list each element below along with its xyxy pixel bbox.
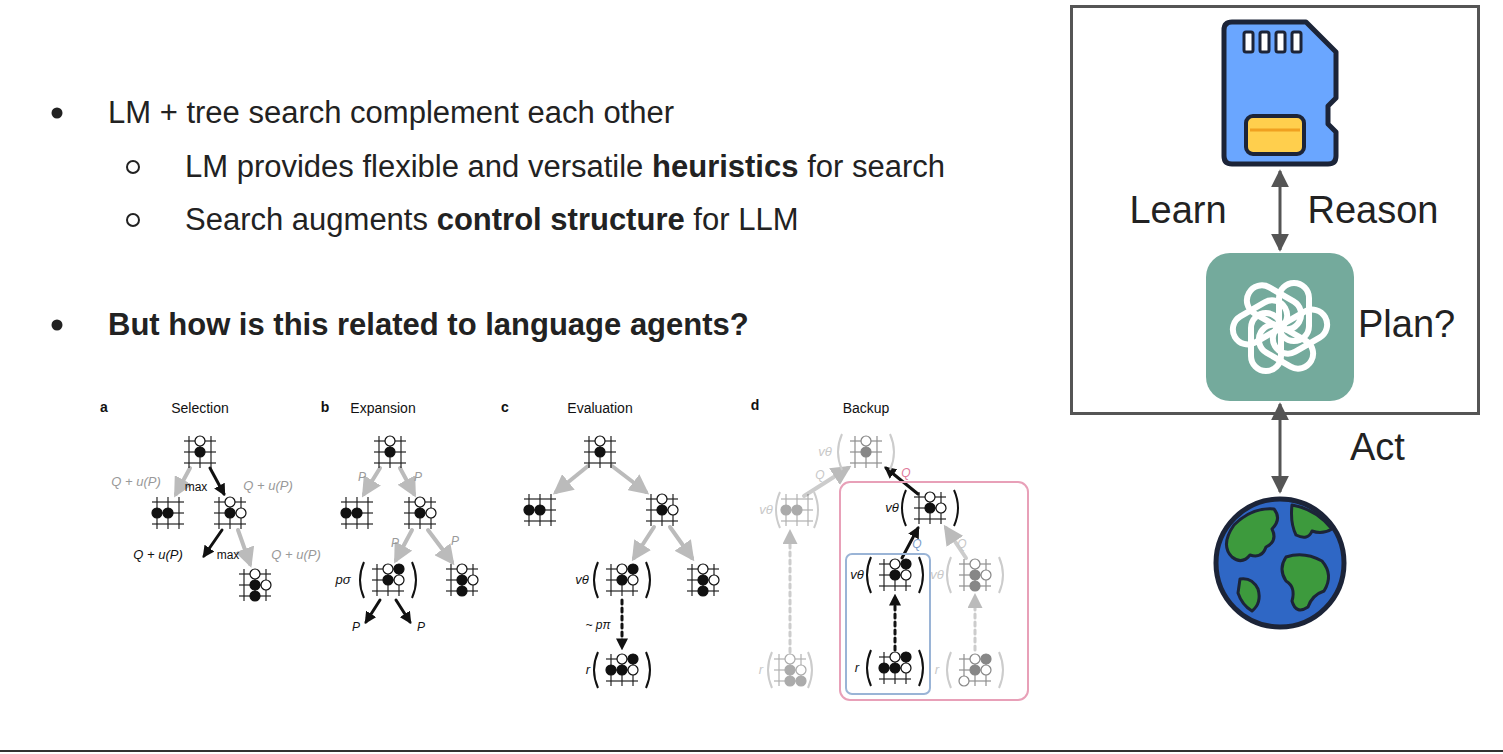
figure-label: Evaluation xyxy=(567,400,632,416)
bullet-text: for LLM xyxy=(693,202,798,238)
llm-icon: Plan? xyxy=(1206,253,1354,401)
edge-label: Act xyxy=(1350,426,1405,470)
figure-label: d xyxy=(751,397,760,413)
backup-subbox xyxy=(846,554,930,694)
go-board xyxy=(524,494,556,526)
figure-label: max xyxy=(217,549,240,563)
figure-label: Q xyxy=(957,538,966,552)
go-board xyxy=(184,436,216,468)
figure-label: Q xyxy=(912,538,921,552)
llm-logo-drawing xyxy=(1206,253,1354,401)
go-board xyxy=(374,436,406,468)
go-board xyxy=(959,654,991,686)
figure-label: pσ xyxy=(335,573,350,588)
tree-arrows xyxy=(176,466,975,652)
figure-label: P xyxy=(417,621,425,635)
go-board xyxy=(774,654,806,686)
bullet-line: LM + tree search complement each other xyxy=(108,93,674,133)
figure-label: a xyxy=(100,399,108,415)
figure-label: vθ xyxy=(759,503,773,518)
go-board xyxy=(404,497,436,529)
figure-label: Q + u(P) xyxy=(243,479,293,494)
figure-label: b xyxy=(321,399,330,415)
go-board xyxy=(239,569,271,601)
bullet-ring xyxy=(127,161,139,173)
bullet-text: for search xyxy=(807,149,945,185)
figure-label: Expansion xyxy=(350,400,415,416)
node-caption: Plan? xyxy=(1358,303,1455,347)
bullet-line: But how is this related to language agen… xyxy=(108,305,749,345)
figure-label: c xyxy=(501,399,509,415)
connector-arrow xyxy=(1279,171,1282,250)
figure-label: r xyxy=(855,661,859,676)
bullet-text: Search augments xyxy=(185,202,428,238)
bullet-text: LM provides flexible and versatile xyxy=(185,149,643,185)
figure-label: Q xyxy=(815,469,824,483)
go-board xyxy=(687,564,719,596)
figure-label: Backup xyxy=(843,400,890,416)
bullet-text: heuristics xyxy=(652,149,798,185)
agent-box: Plan? xyxy=(1070,5,1480,415)
world-icon xyxy=(1212,495,1348,631)
bullet-text: But how is this related to language agen… xyxy=(108,307,749,343)
figure-label: P xyxy=(414,471,422,485)
figure-label: Q xyxy=(901,467,910,481)
go-board xyxy=(646,494,678,526)
go-board xyxy=(606,564,638,596)
backup-box xyxy=(840,482,1028,700)
bullet-text: control structure xyxy=(437,202,685,238)
figure-label: Q + u(P) xyxy=(271,548,321,563)
go-board xyxy=(152,497,184,529)
parentheses xyxy=(360,434,1003,688)
go-board xyxy=(341,497,373,529)
go-board xyxy=(959,559,991,591)
figure-label: ~ pπ xyxy=(585,619,610,633)
figure-label: vθ xyxy=(575,573,589,588)
figure-label: r xyxy=(586,663,590,678)
bullet-ring xyxy=(127,214,139,226)
go-board xyxy=(372,564,404,596)
bullet-dot xyxy=(52,108,63,119)
figure-label: P xyxy=(352,621,360,635)
go-board xyxy=(584,436,616,468)
go-boards xyxy=(152,436,991,686)
bullet-dot xyxy=(52,320,63,331)
figure-label: vθ xyxy=(930,568,944,583)
figure-label: P xyxy=(451,535,459,549)
go-board xyxy=(850,436,882,468)
go-board xyxy=(781,494,813,526)
figure-label: Selection xyxy=(171,400,229,416)
memory-card-drawing xyxy=(1220,18,1340,168)
connector-arrow xyxy=(1279,404,1282,492)
bullet-line: LM provides flexible and versatileheuris… xyxy=(185,147,945,187)
figure-label: P xyxy=(358,471,366,485)
arrow-label: Reason xyxy=(1308,189,1439,233)
go-board xyxy=(879,559,911,591)
go-board xyxy=(606,654,638,686)
figure-label: vθ xyxy=(885,501,899,516)
figure-label: Q + u(P) xyxy=(133,548,183,563)
go-board xyxy=(879,652,911,684)
globe-drawing xyxy=(1212,495,1348,631)
figure-label: r xyxy=(935,663,939,678)
bottom-rule xyxy=(0,750,1503,752)
figure-label: P xyxy=(391,537,399,551)
memory-icon xyxy=(1220,18,1340,168)
figure-label: vθ xyxy=(818,445,832,460)
figure-label: Q + u(P) xyxy=(111,475,161,490)
figure-label: max xyxy=(185,481,208,495)
arrow-label: Learn xyxy=(1129,189,1226,233)
bullet-text: LM + tree search complement each other xyxy=(108,95,674,131)
figure-label: vθ xyxy=(850,568,864,583)
go-board xyxy=(446,564,478,596)
figure-label: r xyxy=(759,663,763,678)
go-board xyxy=(914,492,946,524)
bullet-line: Search augmentscontrol structurefor LLM xyxy=(185,200,798,240)
go-board xyxy=(214,497,246,529)
